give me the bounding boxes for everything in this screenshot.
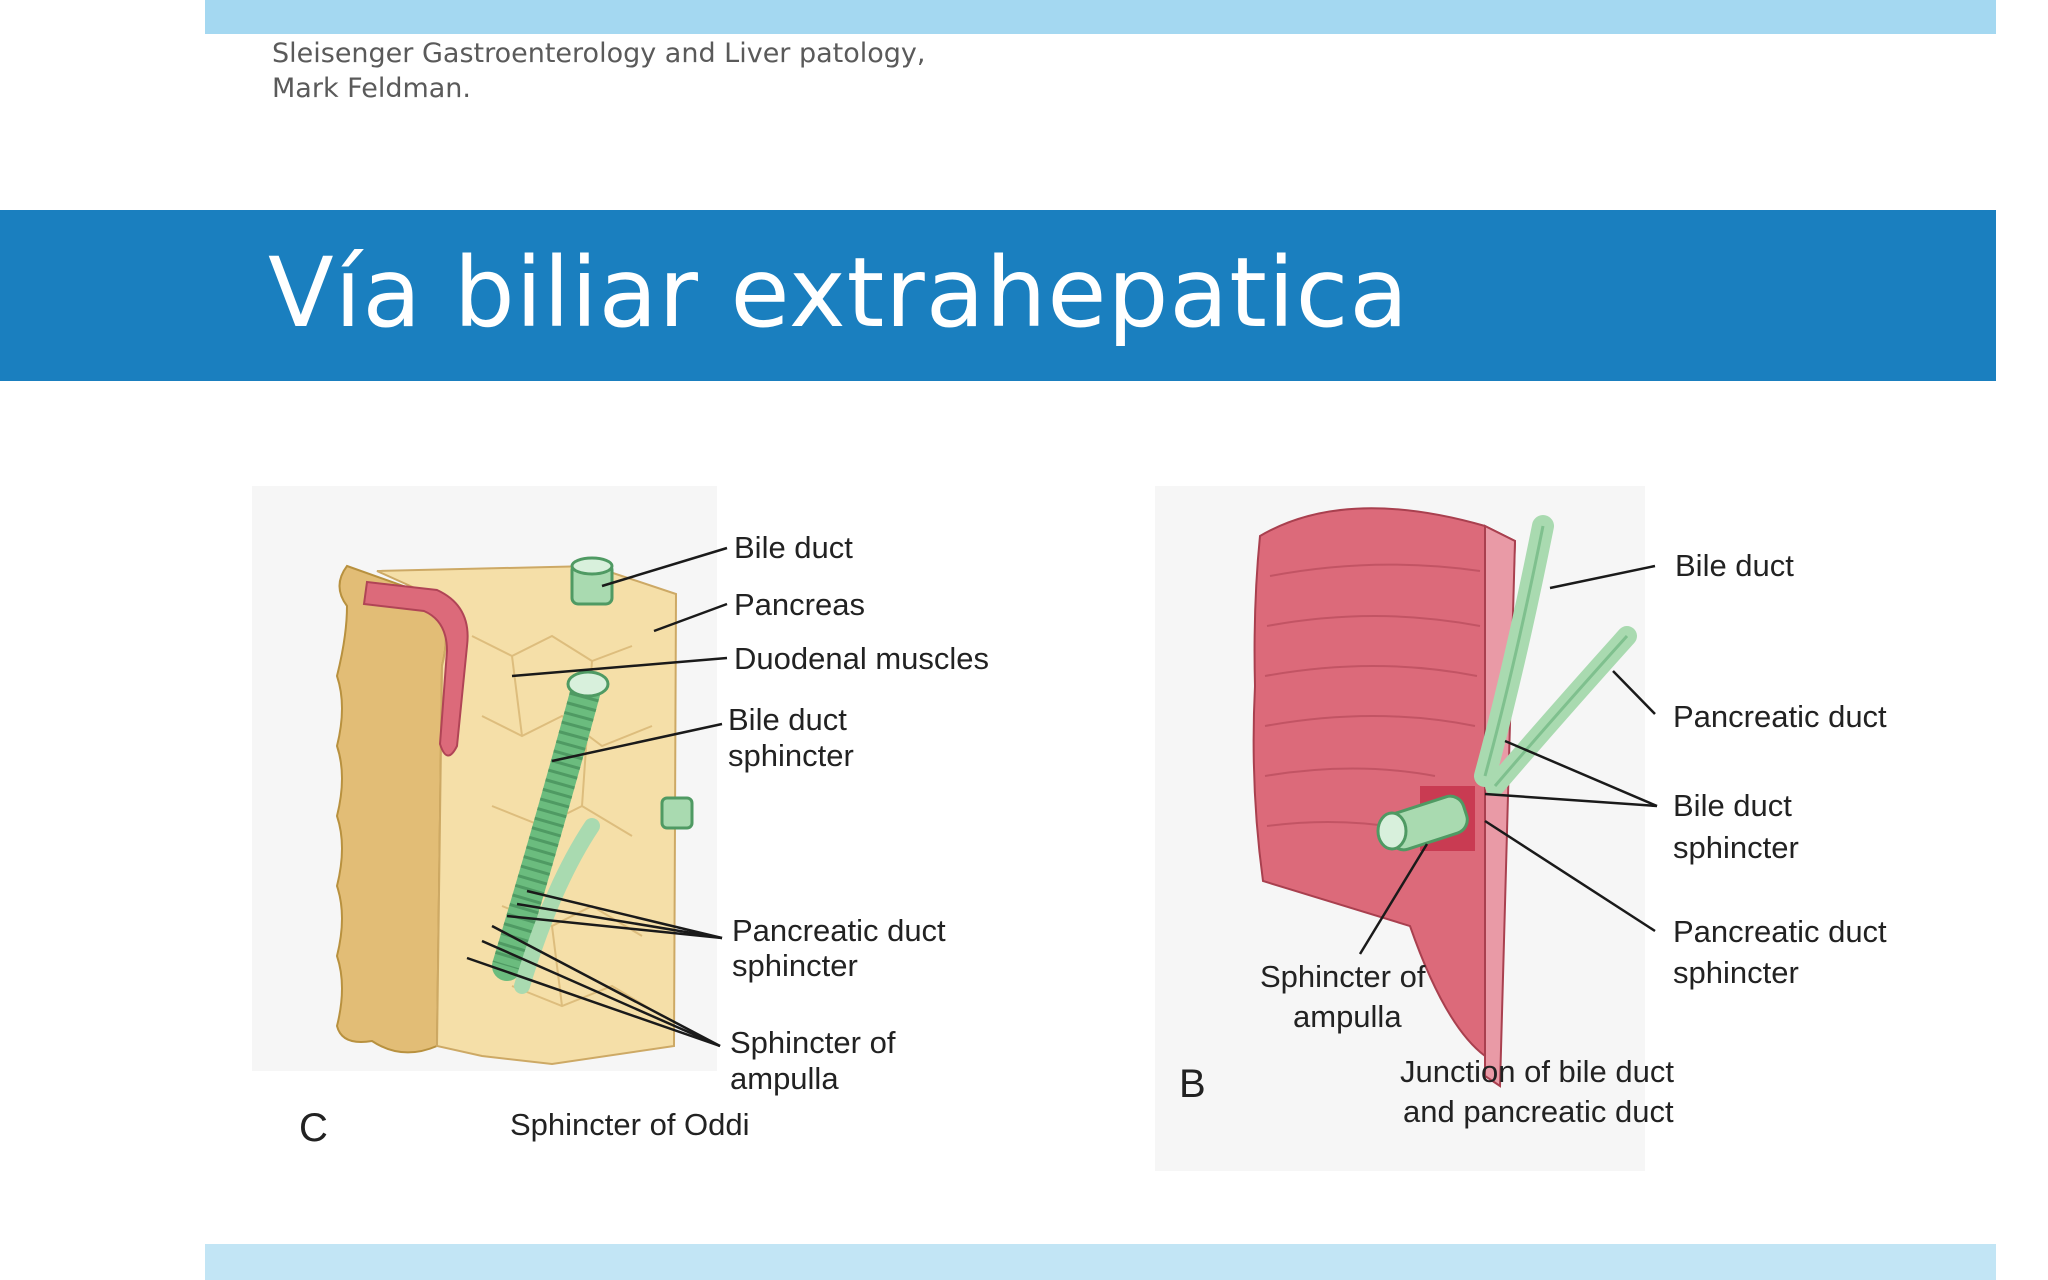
- label-pancreatic-duct-sphincter-line1: Pancreatic duct: [1673, 914, 1887, 949]
- figure-left-letter: C: [299, 1106, 328, 1150]
- figure-right-caption-line2: and pancreatic duct: [1403, 1094, 1674, 1129]
- right-leader-lines: [1358, 564, 1658, 955]
- label-sphincter-of-ampulla-line1: Sphincter of: [1260, 959, 1426, 994]
- pancreatic-duct-stub: [660, 796, 694, 830]
- left-leader-lines: [466, 546, 728, 1048]
- citation-text: Sleisenger Gastroenterology and Liver pa…: [272, 38, 926, 104]
- duodenal-muscle: [362, 580, 469, 757]
- figure-duct-junction: Bile duct Pancreatic duct Bile duct sphi…: [1155, 486, 1960, 1176]
- label-bile-duct: Bile duct: [1675, 548, 1794, 583]
- title-band: [0, 210, 1996, 381]
- label-bile-duct: Bile duct: [734, 530, 853, 565]
- muscle-striations: [1264, 563, 1481, 832]
- figure-left-caption: Sphincter of Oddi: [510, 1107, 750, 1142]
- figure-right-letter: B: [1179, 1062, 1206, 1106]
- duodenum-wall: [335, 564, 447, 1054]
- label-bile-duct-sphincter-line2: sphincter: [728, 738, 854, 773]
- label-bile-duct-sphincter-line1: Bile duct: [1673, 788, 1792, 823]
- sphincter-of-ampulla-ring: [1376, 794, 1469, 852]
- figure-right-svg: Bile duct Pancreatic duct Bile duct sphi…: [1155, 486, 1887, 1171]
- slide-title: Vía biliar extrahepatica: [268, 237, 1410, 349]
- label-sphincter-of-ampulla-line2: ampulla: [1293, 999, 1402, 1034]
- label-bile-duct-sphincter-line1: Bile duct: [728, 702, 847, 737]
- bottom-accent-bar: [205, 1244, 1996, 1280]
- figure-left-svg: Bile duct Pancreas Duodenal muscles Bile…: [252, 486, 989, 1150]
- figure-sphincter-of-oddi: Bile duct Pancreas Duodenal muscles Bile…: [252, 486, 1032, 1176]
- figure-right-caption-line1: Junction of bile duct: [1400, 1054, 1674, 1089]
- label-pancreatic-duct-sphincter-line2: sphincter: [732, 948, 858, 983]
- label-pancreatic-duct-sphincter-line1: Pancreatic duct: [732, 913, 946, 948]
- duodenal-wall: [1252, 507, 1517, 1077]
- label-sphincter-of-ampulla-line2: ampulla: [730, 1061, 839, 1096]
- top-accent-bar: [205, 0, 1996, 34]
- label-sphincter-of-ampulla-line1: Sphincter of: [730, 1025, 896, 1060]
- label-duodenal-muscles: Duodenal muscles: [734, 641, 989, 676]
- label-bile-duct-sphincter-line2: sphincter: [1673, 830, 1799, 865]
- label-pancreatic-duct: Pancreatic duct: [1673, 699, 1887, 734]
- label-pancreas: Pancreas: [734, 587, 865, 622]
- label-pancreatic-duct-sphincter-line2: sphincter: [1673, 955, 1799, 990]
